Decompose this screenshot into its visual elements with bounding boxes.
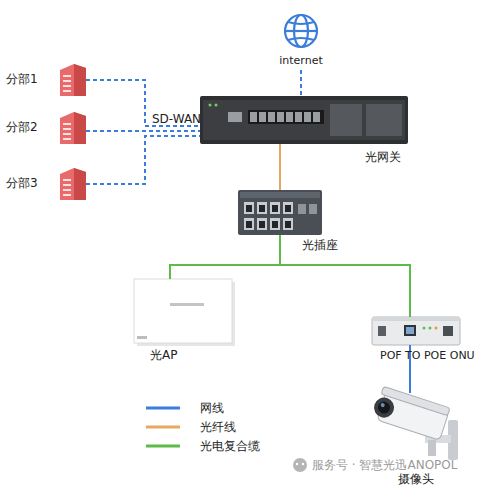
connector-line: [170, 235, 280, 279]
node-label: 分部1: [6, 72, 50, 86]
network-label: SD-WAN: [152, 112, 201, 126]
legend-text: 光纤线: [200, 420, 236, 434]
onu-node: POF TO POE ONU: [372, 317, 460, 345]
node-label: internet: [276, 54, 326, 68]
connector-line: [86, 136, 200, 184]
access-point-node: 光AP: [134, 279, 232, 343]
building-icon: [60, 64, 86, 96]
node-label: 光AP: [150, 348, 200, 362]
node-label: POF TO POE ONU: [380, 349, 490, 363]
node-label: 分部3: [6, 176, 50, 190]
legend-text: 光电复合缆: [200, 439, 260, 453]
gateway-device: [200, 96, 408, 144]
globe-node: internet: [276, 12, 326, 70]
connector-line: [280, 235, 410, 317]
gateway-node: 光网关: [200, 96, 408, 144]
watermark-icon: [293, 458, 307, 472]
connector-line: [300, 70, 302, 96]
globe-icon: [285, 15, 317, 47]
branch-node: 分部3: [58, 168, 86, 200]
connector-line: [86, 130, 200, 132]
access-point-device: [134, 279, 235, 346]
branch-node: 分部2: [58, 112, 86, 144]
socket-node: 光插座: [238, 190, 322, 235]
building-icon: [60, 112, 86, 144]
optical-socket-device: [238, 190, 322, 235]
camera-illustration: [370, 385, 458, 460]
watermark: 服务号 · 智慧光迅ANOPOL: [312, 458, 457, 472]
node-label: 光插座: [302, 238, 352, 252]
legend-line-samples: [146, 408, 180, 446]
branch-node: 分部1: [58, 64, 86, 96]
connector-line: [279, 144, 281, 190]
node-label: 分部2: [6, 120, 50, 134]
node-label: 摄像头: [398, 472, 448, 486]
onu-device: [372, 317, 460, 345]
node-label: 光网关: [365, 150, 415, 164]
building-icon: [60, 168, 86, 200]
legend-text: 网线: [200, 401, 224, 415]
